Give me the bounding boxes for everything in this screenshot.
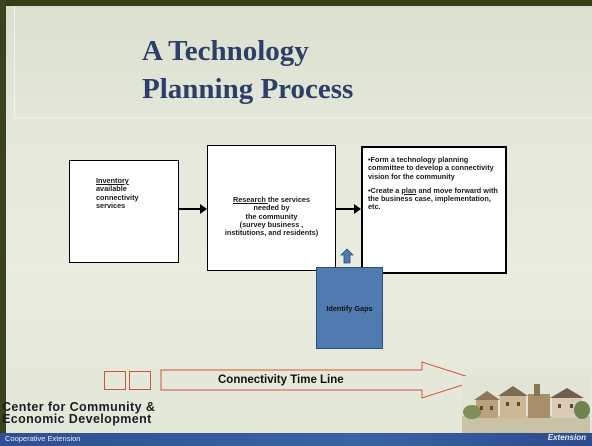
plan-box: •Form a technology planning committee to… (361, 146, 507, 274)
arrow-research-to-plan (336, 204, 361, 214)
footer-left-text: Cooperative Extension (5, 434, 81, 443)
timeline-label: Connectivity Time Line (218, 374, 344, 386)
decor-vertical-line (14, 6, 15, 118)
left-border (0, 0, 6, 446)
inventory-line-1: available (96, 184, 127, 194)
research-heading: Research (232, 195, 268, 204)
timeline-square-2 (129, 371, 151, 390)
plan-bullet-2: •Create a plan and move forward with the… (368, 185, 501, 212)
identify-gaps-box: Identify Gaps (316, 267, 383, 349)
ccep-logo: Center for Community & Economic Developm… (2, 400, 156, 426)
title-line-2: Planning Process (142, 73, 354, 105)
logo-line-1: Center for Community & (2, 400, 156, 414)
top-border (0, 0, 592, 6)
extension-logo: Extension (547, 433, 586, 442)
research-line-4: (survey business , (239, 219, 304, 229)
inventory-heading: Inventory (96, 176, 129, 185)
inventory-box: Inventory available connectivity service… (69, 160, 179, 263)
research-line-1: Research the services (208, 195, 335, 204)
arrow-inventory-to-research (179, 204, 207, 214)
inventory-line-2: connectivity (96, 192, 139, 202)
research-line-3: the community (245, 211, 298, 221)
plan-bullet-1: •Form a technology planning committee to… (368, 155, 494, 181)
up-arrow-icon (340, 248, 354, 264)
research-box: Research the services needed by the comm… (207, 145, 336, 271)
identify-gaps-label: Identify Gaps (326, 303, 373, 313)
logo-line-2: Economic Development (2, 412, 152, 426)
decor-horizontal-line (14, 117, 592, 118)
timeline-arrow (160, 361, 480, 399)
slide-title: A Technology Planning Process (142, 32, 353, 108)
plan-bullet-2-post: and move forward with the business case,… (368, 185, 498, 212)
footer-bar: Cooperative Extension Extension (0, 433, 592, 446)
title-line-1: A Technology (142, 35, 309, 67)
research-line-5: institutions, and residents) (224, 228, 319, 238)
plan-bullet-2-pre: •Create a (368, 185, 402, 195)
research-line-1-rest: the services (267, 195, 311, 204)
plan-bullet-2-link: plan (401, 185, 417, 195)
timeline-square-1 (104, 371, 126, 390)
town-scene-image (462, 376, 590, 433)
research-line-2: needed by (253, 203, 290, 213)
inventory-line-3: services (96, 200, 126, 210)
